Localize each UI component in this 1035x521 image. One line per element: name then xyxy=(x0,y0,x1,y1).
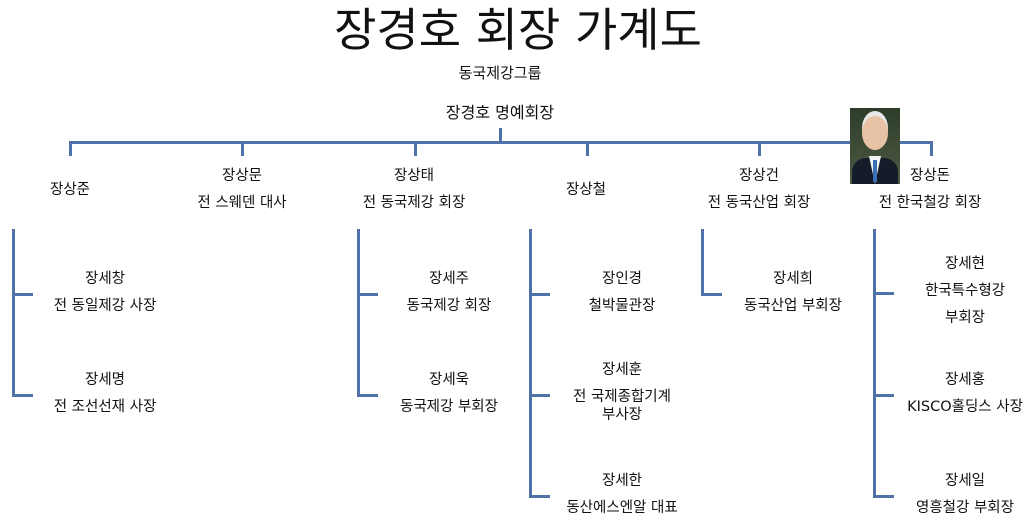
bracket-stub xyxy=(357,394,378,397)
grandchild-role: 부사장 xyxy=(601,407,643,423)
sibling-bar xyxy=(69,141,933,144)
grandchild-name: 장세훈 xyxy=(601,362,643,378)
child-name: 장상문 xyxy=(221,168,263,184)
grandchild-name: 장세주 xyxy=(428,271,470,287)
bracket-stub xyxy=(873,495,894,498)
root-connector xyxy=(499,128,502,142)
bracket-stub xyxy=(873,394,894,397)
child-connector xyxy=(69,141,72,156)
bracket-stub xyxy=(357,293,378,296)
grandchild-name: 장세명 xyxy=(84,372,126,388)
grandchild-name: 장세창 xyxy=(84,271,126,287)
bracket-stub xyxy=(873,292,894,295)
grandchild-role: 부회장 xyxy=(944,310,986,326)
bracket-vertical xyxy=(873,229,876,497)
bracket-vertical xyxy=(529,229,532,497)
child-connector xyxy=(758,141,761,156)
bracket-stub xyxy=(12,394,33,397)
grandchild-role: 동국산업 부회장 xyxy=(744,298,842,314)
child-name: 장상돈 xyxy=(909,168,951,184)
grandchild-role: 한국특수형강 xyxy=(924,283,1006,299)
grandchild-role: 전 국제종합기계 xyxy=(573,389,671,405)
grandchild-role: 동국제강 회장 xyxy=(406,298,492,314)
grandchild-name: 장세한 xyxy=(601,473,643,489)
child-connector xyxy=(241,141,244,156)
bracket-stub xyxy=(529,394,550,397)
child-name: 장상철 xyxy=(565,182,607,198)
root-person: 장경호 명예회장 xyxy=(445,103,555,122)
grandchild-role: 전 동일제강 사장 xyxy=(53,298,157,314)
child-connector xyxy=(414,141,417,156)
child-connector xyxy=(930,141,933,156)
grandchild-role: 동국제강 부회장 xyxy=(400,399,498,415)
child-role: 전 스웨덴 대사 xyxy=(197,195,287,211)
child-name: 장상태 xyxy=(393,168,435,184)
bracket-stub xyxy=(12,293,33,296)
bracket-vertical xyxy=(12,229,15,396)
page-title: 장경호 회장 가계도 xyxy=(334,3,702,57)
child-name: 장상준 xyxy=(49,182,91,198)
grandchild-name: 장세욱 xyxy=(428,372,470,388)
grandchild-role: 영흥철강 부회장 xyxy=(916,500,1014,516)
grandchild-role: 전 조선선재 사장 xyxy=(53,399,157,415)
bracket-vertical xyxy=(701,229,704,296)
bracket-vertical xyxy=(357,229,360,396)
child-role: 전 동국제강 회장 xyxy=(362,195,466,211)
child-name: 장상건 xyxy=(738,168,780,184)
grandchild-role: 철박물관장 xyxy=(588,298,656,314)
child-connector xyxy=(586,141,589,156)
grandchild-name: 장세희 xyxy=(772,271,814,287)
child-role: 전 동국산업 회장 xyxy=(707,195,811,211)
bracket-stub xyxy=(701,293,722,296)
child-role: 전 한국철강 회장 xyxy=(878,195,982,211)
bracket-stub xyxy=(529,495,550,498)
grandchild-role: KISCO홀딩스 사장 xyxy=(907,399,1023,415)
grandchild-name: 장인경 xyxy=(601,271,643,287)
subtitle: 동국제강그룹 xyxy=(458,64,542,82)
grandchild-role: 동산에스엔알 대표 xyxy=(566,500,678,516)
portrait-photo xyxy=(850,108,900,184)
grandchild-name: 장세홍 xyxy=(944,372,986,388)
grandchild-name: 장세일 xyxy=(944,473,986,489)
grandchild-name: 장세현 xyxy=(944,256,986,272)
bracket-stub xyxy=(529,293,550,296)
